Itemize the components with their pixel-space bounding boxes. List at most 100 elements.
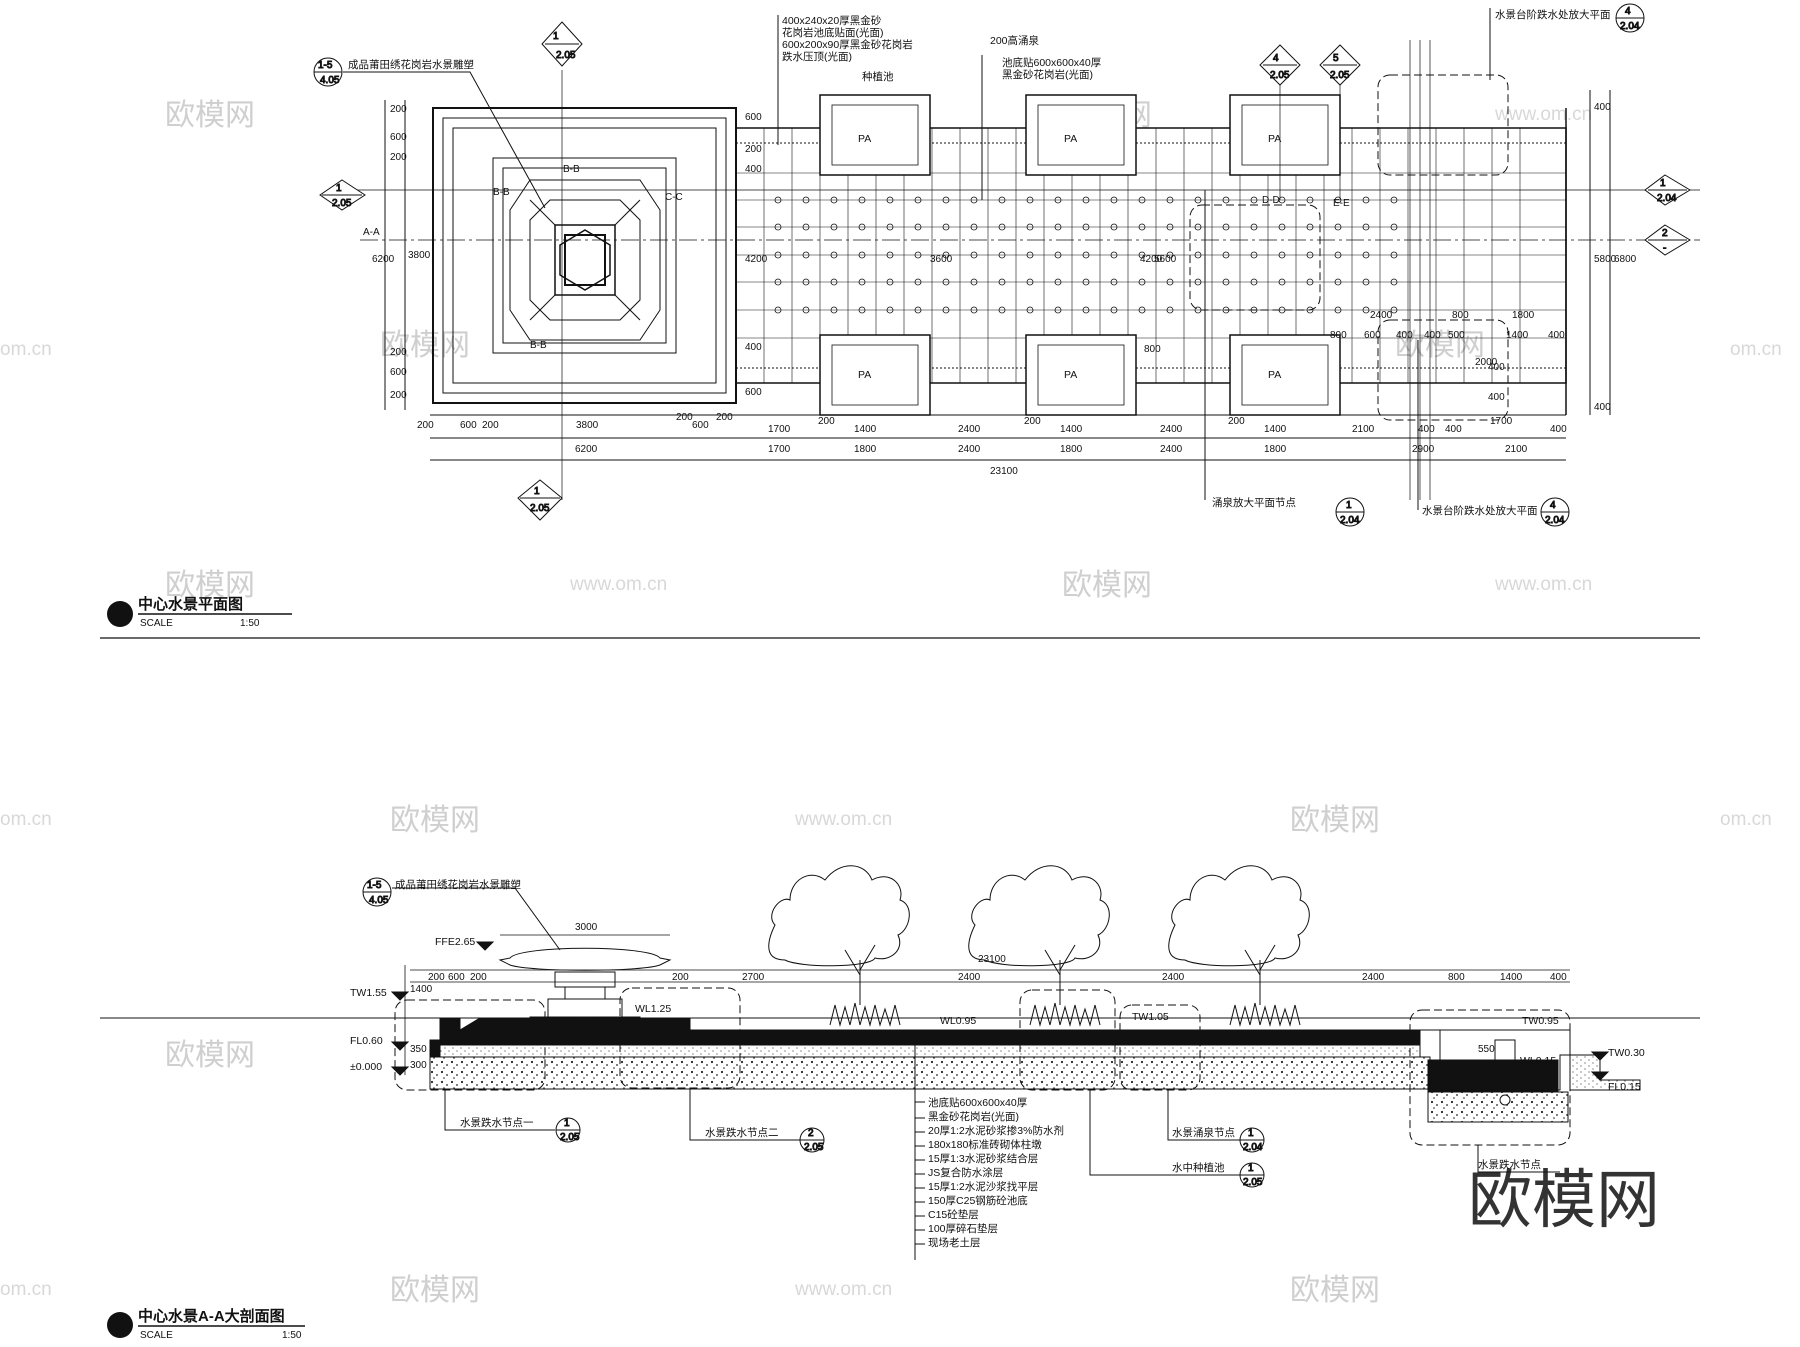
svg-text:3600: 3600 — [930, 254, 953, 265]
pa-tag: PA — [1268, 369, 1281, 381]
svg-text:2.04: 2.04 — [1620, 21, 1640, 32]
svg-text:2400: 2400 — [958, 444, 981, 455]
svg-text:4.05: 4.05 — [320, 75, 340, 86]
svg-text:2400: 2400 — [1370, 310, 1393, 321]
svg-text:±0.000: ±0.000 — [350, 1061, 382, 1073]
watermark-url: www.om.cn — [794, 1279, 892, 1300]
plan-scale-value: 1:50 — [240, 618, 260, 629]
svg-text:1: 1 — [1346, 500, 1352, 511]
svg-text:200: 200 — [390, 152, 407, 163]
svg-text:1400: 1400 — [1506, 330, 1529, 341]
note-coping-1: 400x240x20厚黑金砂 — [782, 14, 882, 27]
section-sculpture-note: 成品莆田绣花岗岩水景雕塑 — [395, 878, 521, 891]
plan-planters — [819, 94, 1341, 416]
svg-text:600: 600 — [692, 420, 709, 431]
note-step-top: 水景台阶跌水处放大平面 — [1495, 8, 1611, 21]
section-gravel-layer — [429, 1056, 1431, 1090]
svg-text:400: 400 — [1550, 424, 1567, 435]
svg-text:800: 800 — [1452, 310, 1469, 321]
svg-text:200: 200 — [417, 420, 434, 431]
watermark-text: 欧模网 — [165, 1039, 255, 1072]
pa-tag: PA — [1064, 133, 1077, 145]
svg-text:6200: 6200 — [372, 254, 395, 265]
svg-text:1700: 1700 — [768, 444, 791, 455]
svg-text:400: 400 — [745, 342, 762, 353]
note-jet-detail: 涌泉放大平面节点 — [1212, 496, 1296, 509]
svg-text:400: 400 — [1550, 972, 1567, 983]
svg-text:FFE2.65: FFE2.65 — [435, 936, 475, 948]
svg-text:2.05: 2.05 — [1270, 70, 1290, 81]
svg-text:3800: 3800 — [576, 420, 599, 431]
svg-text:23100: 23100 — [990, 466, 1018, 477]
note-planter: 种植池 — [862, 70, 894, 83]
cc-tag: C-C — [665, 192, 683, 203]
svg-text:200: 200 — [390, 104, 407, 115]
plan-sculpture-outer — [509, 179, 661, 341]
plan-planters-inner — [831, 104, 1329, 406]
plan-left-pool-outline — [432, 107, 737, 404]
svg-text:1: 1 — [1248, 1128, 1254, 1139]
svg-text:6200: 6200 — [575, 444, 598, 455]
svg-text:2.05: 2.05 — [332, 198, 352, 209]
svg-text:2700: 2700 — [742, 972, 765, 983]
svg-text:800: 800 — [1448, 972, 1465, 983]
svg-text:2400: 2400 — [1162, 972, 1185, 983]
svg-text:800: 800 — [1144, 344, 1161, 355]
pa-tag: PA — [1268, 133, 1281, 145]
svg-text:4: 4 — [1550, 500, 1556, 511]
section-tree-trunks — [844, 944, 1276, 1005]
watermark-text: 欧模网 — [1290, 1274, 1380, 1307]
svg-text:200: 200 — [745, 144, 762, 155]
svg-text:2.05: 2.05 — [1243, 1177, 1263, 1188]
section-markers: 1-5 4.05 1 2.05 2 2.05 1 2.04 1 2.05 — [362, 877, 1265, 1189]
marker-bottom-center: 1 2.05 — [517, 479, 563, 521]
note-floor-1: 池底贴600x600x40厚 — [1002, 56, 1102, 69]
svg-text:4: 4 — [1273, 53, 1279, 64]
svg-text:1800: 1800 — [854, 444, 877, 455]
svg-text:200: 200 — [470, 972, 487, 983]
note-coping-2: 花岗岩池底贴面(光面) — [782, 26, 884, 39]
plan-title-block: 中心水景平面图 SCALE 1:50 — [107, 595, 292, 629]
layer-1: 池底贴600x600x40厚 — [928, 1096, 1028, 1109]
svg-text:2: 2 — [808, 1128, 814, 1139]
svg-text:-: - — [1663, 243, 1666, 254]
svg-text:1: 1 — [534, 486, 540, 497]
plan-step-detail-zone-top — [1377, 74, 1509, 176]
svg-text:2400: 2400 — [958, 972, 981, 983]
section-view — [100, 865, 1700, 1260]
svg-text:2.04: 2.04 — [1340, 515, 1360, 526]
pa-tag: PA — [858, 133, 871, 145]
watermark-url: www.om.cn — [569, 574, 667, 595]
svg-text:200: 200 — [716, 412, 733, 423]
layer-10: 100厚碎石垫层 — [928, 1222, 998, 1235]
svg-text:2.05: 2.05 — [804, 1142, 824, 1153]
svg-text:800: 800 — [1330, 330, 1347, 341]
marker-top-right-1: 4 2.05 — [1259, 44, 1301, 86]
marker-jet-detail: 1 2.04 — [1335, 497, 1365, 527]
svg-text:430: 430 — [1478, 1072, 1495, 1083]
note-coping-4: 跌水压顶(光面) — [782, 50, 852, 63]
svg-text:2: 2 — [1662, 228, 1668, 239]
marker-sculpture: 1-5 4.05 — [313, 57, 343, 87]
svg-text:2.05: 2.05 — [560, 1132, 580, 1143]
watermark-text: 欧模网 — [380, 329, 470, 362]
plan-jets — [774, 196, 1398, 314]
svg-text:400: 400 — [1548, 330, 1565, 341]
layer-9: C15砼垫层 — [928, 1208, 979, 1221]
svg-text:400: 400 — [1396, 330, 1413, 341]
ee-tag: E-E — [1333, 198, 1350, 209]
section-scale-value: 1:50 — [282, 1330, 302, 1341]
svg-text:1: 1 — [553, 31, 559, 42]
aa-tag: A-A — [363, 227, 380, 238]
dd-tag: D-D — [1262, 195, 1280, 206]
svg-text:5600: 5600 — [1154, 254, 1177, 265]
svg-text:2.05: 2.05 — [530, 503, 550, 514]
svg-text:1: 1 — [564, 1118, 570, 1129]
svg-text:4200: 4200 — [745, 254, 768, 265]
svg-text:400: 400 — [1594, 402, 1611, 413]
svg-text:600: 600 — [390, 367, 407, 378]
plan-section-markers: 1 2.05 1 2.05 1 2.05 4 2.05 5 2.05 — [313, 3, 1691, 527]
pa-tag: PA — [858, 369, 871, 381]
svg-text:400: 400 — [1488, 392, 1505, 403]
